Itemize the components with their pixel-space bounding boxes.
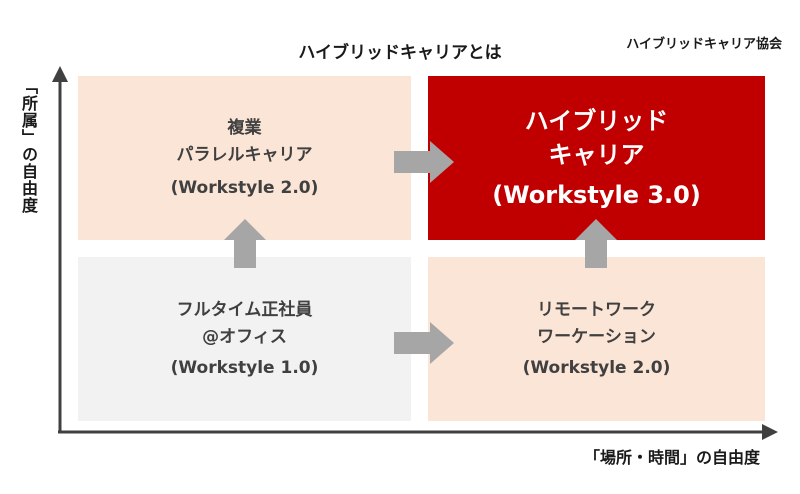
diagram-title: ハイブリッドキャリアとは — [298, 43, 502, 63]
x-axis-arrowhead — [762, 424, 778, 440]
arrow-up-right — [575, 219, 617, 268]
y-axis-label: 「所属」の自由度 — [19, 78, 38, 214]
arrow-right-bottom — [394, 322, 454, 364]
quadrant-workstyle: (Workstyle 1.0) — [170, 357, 319, 378]
arrow-right-top — [394, 141, 454, 183]
quadrant-workstyle: (Workstyle 2.0) — [170, 177, 319, 198]
quadrant-line2: キャリア — [548, 141, 645, 169]
quadrant-line1: フルタイム正社員 — [176, 299, 313, 320]
quadrant-line2: パラレルキャリア — [176, 144, 313, 165]
quadrant-line1: ハイブリッド — [524, 107, 669, 135]
x-axis-label: 「場所・時間」の自由度 — [583, 448, 760, 467]
y-axis-arrowhead — [52, 66, 68, 82]
arrow-up-left — [224, 219, 266, 268]
quadrant-fulltime-office: フルタイム正社員 @オフィス (Workstyle 1.0) — [78, 257, 411, 421]
quadrant-line1: リモートワーク — [537, 299, 656, 320]
quadrant-line2: @オフィス — [202, 326, 287, 347]
quadrant-hybrid-career: ハイブリッド キャリア (Workstyle 3.0) — [428, 76, 765, 240]
quadrant-parallel-career: 複業 パラレルキャリア (Workstyle 2.0) — [78, 76, 411, 240]
quadrant-remote-work: リモートワーク ワーケーション (Workstyle 2.0) — [428, 257, 765, 421]
quadrant-workstyle: (Workstyle 2.0) — [522, 357, 671, 378]
quadrant-line2: ワーケーション — [537, 326, 656, 347]
organization-label: ハイブリッドキャリア協会 — [626, 37, 782, 52]
quadrant-workstyle: (Workstyle 3.0) — [492, 181, 701, 209]
quadrant-line1: 複業 — [227, 117, 262, 138]
